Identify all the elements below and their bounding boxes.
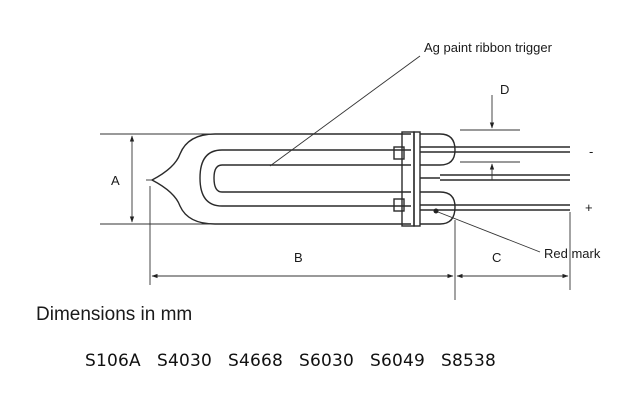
part-number: S4668 xyxy=(228,351,283,371)
trigger-callout: Ag paint ribbon trigger xyxy=(424,40,553,55)
part-number: S6049 xyxy=(370,351,425,371)
dimensions-caption: Dimensions in mm xyxy=(36,304,192,325)
negative-terminal-label: - xyxy=(589,144,593,159)
dimension-a-label: A xyxy=(111,173,120,188)
red-mark-dot xyxy=(433,208,439,214)
dimension-d-label: D xyxy=(500,82,509,97)
lead-wires xyxy=(420,146,570,211)
dimension-b-label: B xyxy=(294,250,303,265)
red-mark-leader-line xyxy=(437,211,541,253)
tube-body xyxy=(146,133,411,225)
part-number: S8538 xyxy=(441,351,496,371)
part-number: S4030 xyxy=(157,351,212,371)
dimension-b xyxy=(149,186,456,300)
dimension-c-label: C xyxy=(492,250,501,265)
dimension-c xyxy=(456,212,571,290)
part-number: S6030 xyxy=(299,351,354,371)
part-number: S106A xyxy=(85,351,141,371)
part-numbers: S106A S4030 S4668 S6030 S6049 S8538 xyxy=(85,351,496,371)
electrode-holders xyxy=(393,131,456,227)
dimension-a xyxy=(100,133,210,225)
red-mark-callout: Red mark xyxy=(544,246,601,261)
dimension-d xyxy=(460,95,520,180)
positive-terminal-label: + xyxy=(585,200,593,215)
trigger-leader-line xyxy=(269,55,421,167)
